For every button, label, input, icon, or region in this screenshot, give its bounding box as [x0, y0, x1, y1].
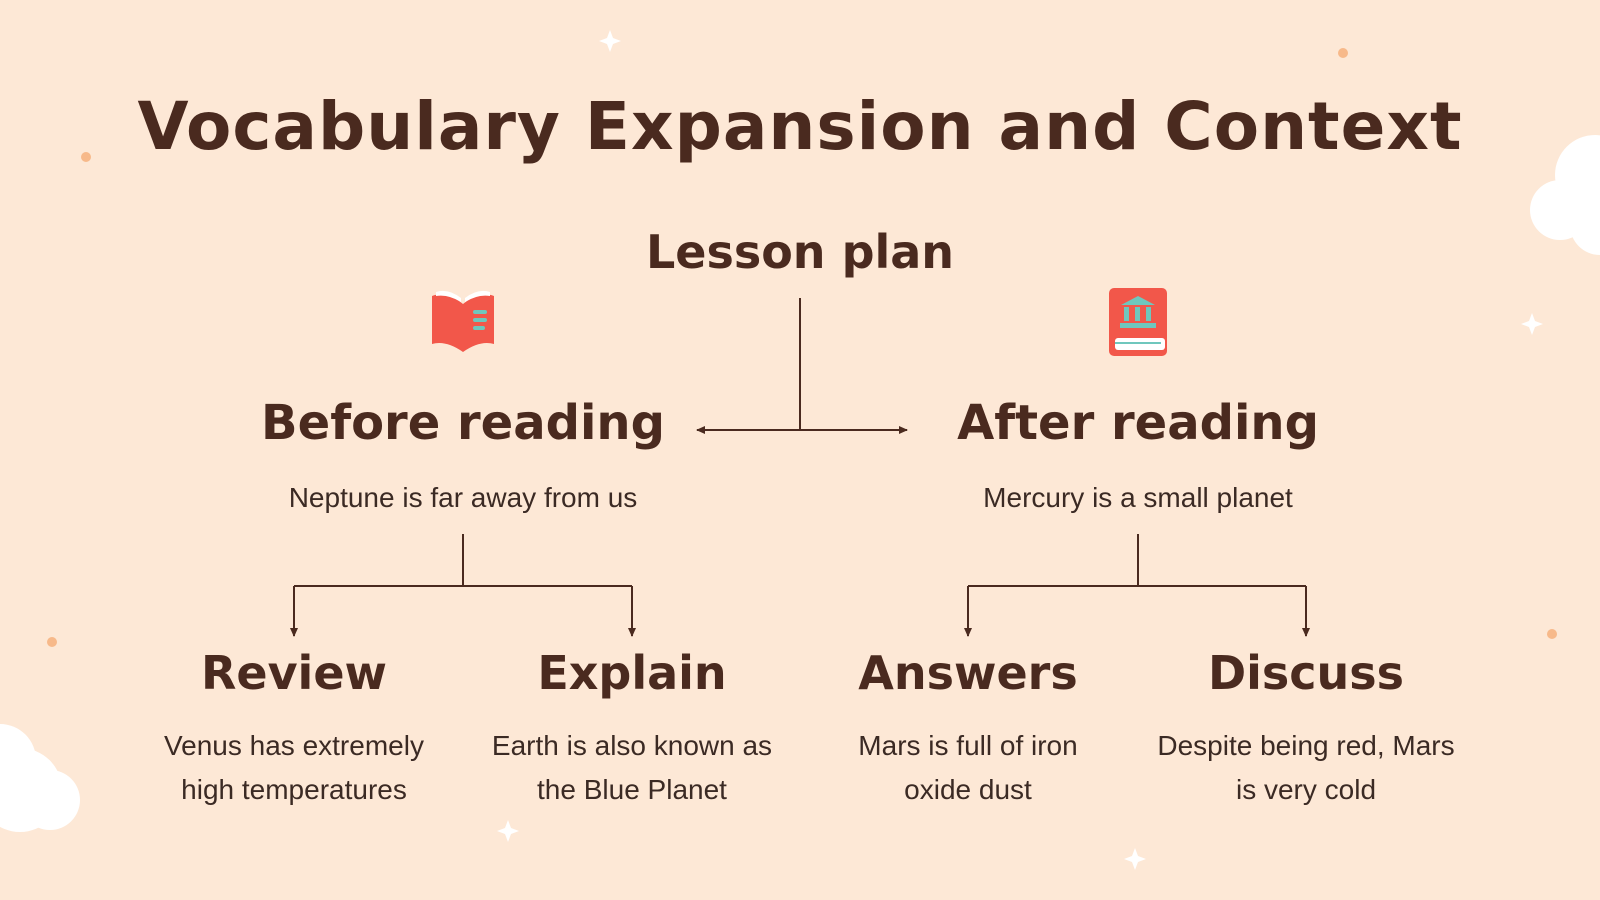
review-text: Venus has extremely high temperatures: [124, 724, 464, 812]
slide-title: Vocabulary Expansion and Context: [137, 88, 1463, 165]
root-node-lesson-plan: Lesson plan: [645, 225, 955, 279]
node-review: Review: [200, 646, 388, 700]
node-after-reading: After reading: [957, 395, 1319, 451]
discuss-text-line: is very cold: [1235, 774, 1377, 805]
explain-text-line: Earth is also known as: [491, 730, 773, 761]
after-reading-text: Mercury is a small planet: [983, 482, 1293, 513]
explain-text: Earth is also known as the Blue Planet: [462, 724, 802, 812]
before-reading-text: Neptune is far away from us: [288, 482, 638, 513]
answers-text-line: oxide dust: [904, 774, 1032, 805]
node-explain: Explain: [537, 646, 727, 700]
node-before-reading: Before reading: [261, 395, 665, 451]
answers-text: Mars is full of iron oxide dust: [798, 724, 1138, 812]
discuss-text: Despite being red, Mars is very cold: [1126, 724, 1486, 812]
explain-text-line: the Blue Planet: [537, 774, 727, 805]
node-answers: Answers: [858, 646, 1078, 700]
cloud-decor-right: [1530, 135, 1600, 255]
node-discuss: Discuss: [1207, 646, 1405, 700]
discuss-text-line: Despite being red, Mars: [1157, 730, 1455, 761]
open-book-icon: [432, 290, 494, 352]
sparkle-decor: [497, 30, 1543, 870]
dot-decor: [47, 48, 1557, 647]
cloud-decor-left: [0, 724, 80, 832]
library-book-icon: [1109, 288, 1167, 356]
review-text-line: Venus has extremely: [164, 730, 424, 761]
answers-text-line: Mars is full of iron: [858, 730, 1078, 761]
review-text-line: high temperatures: [181, 774, 407, 805]
